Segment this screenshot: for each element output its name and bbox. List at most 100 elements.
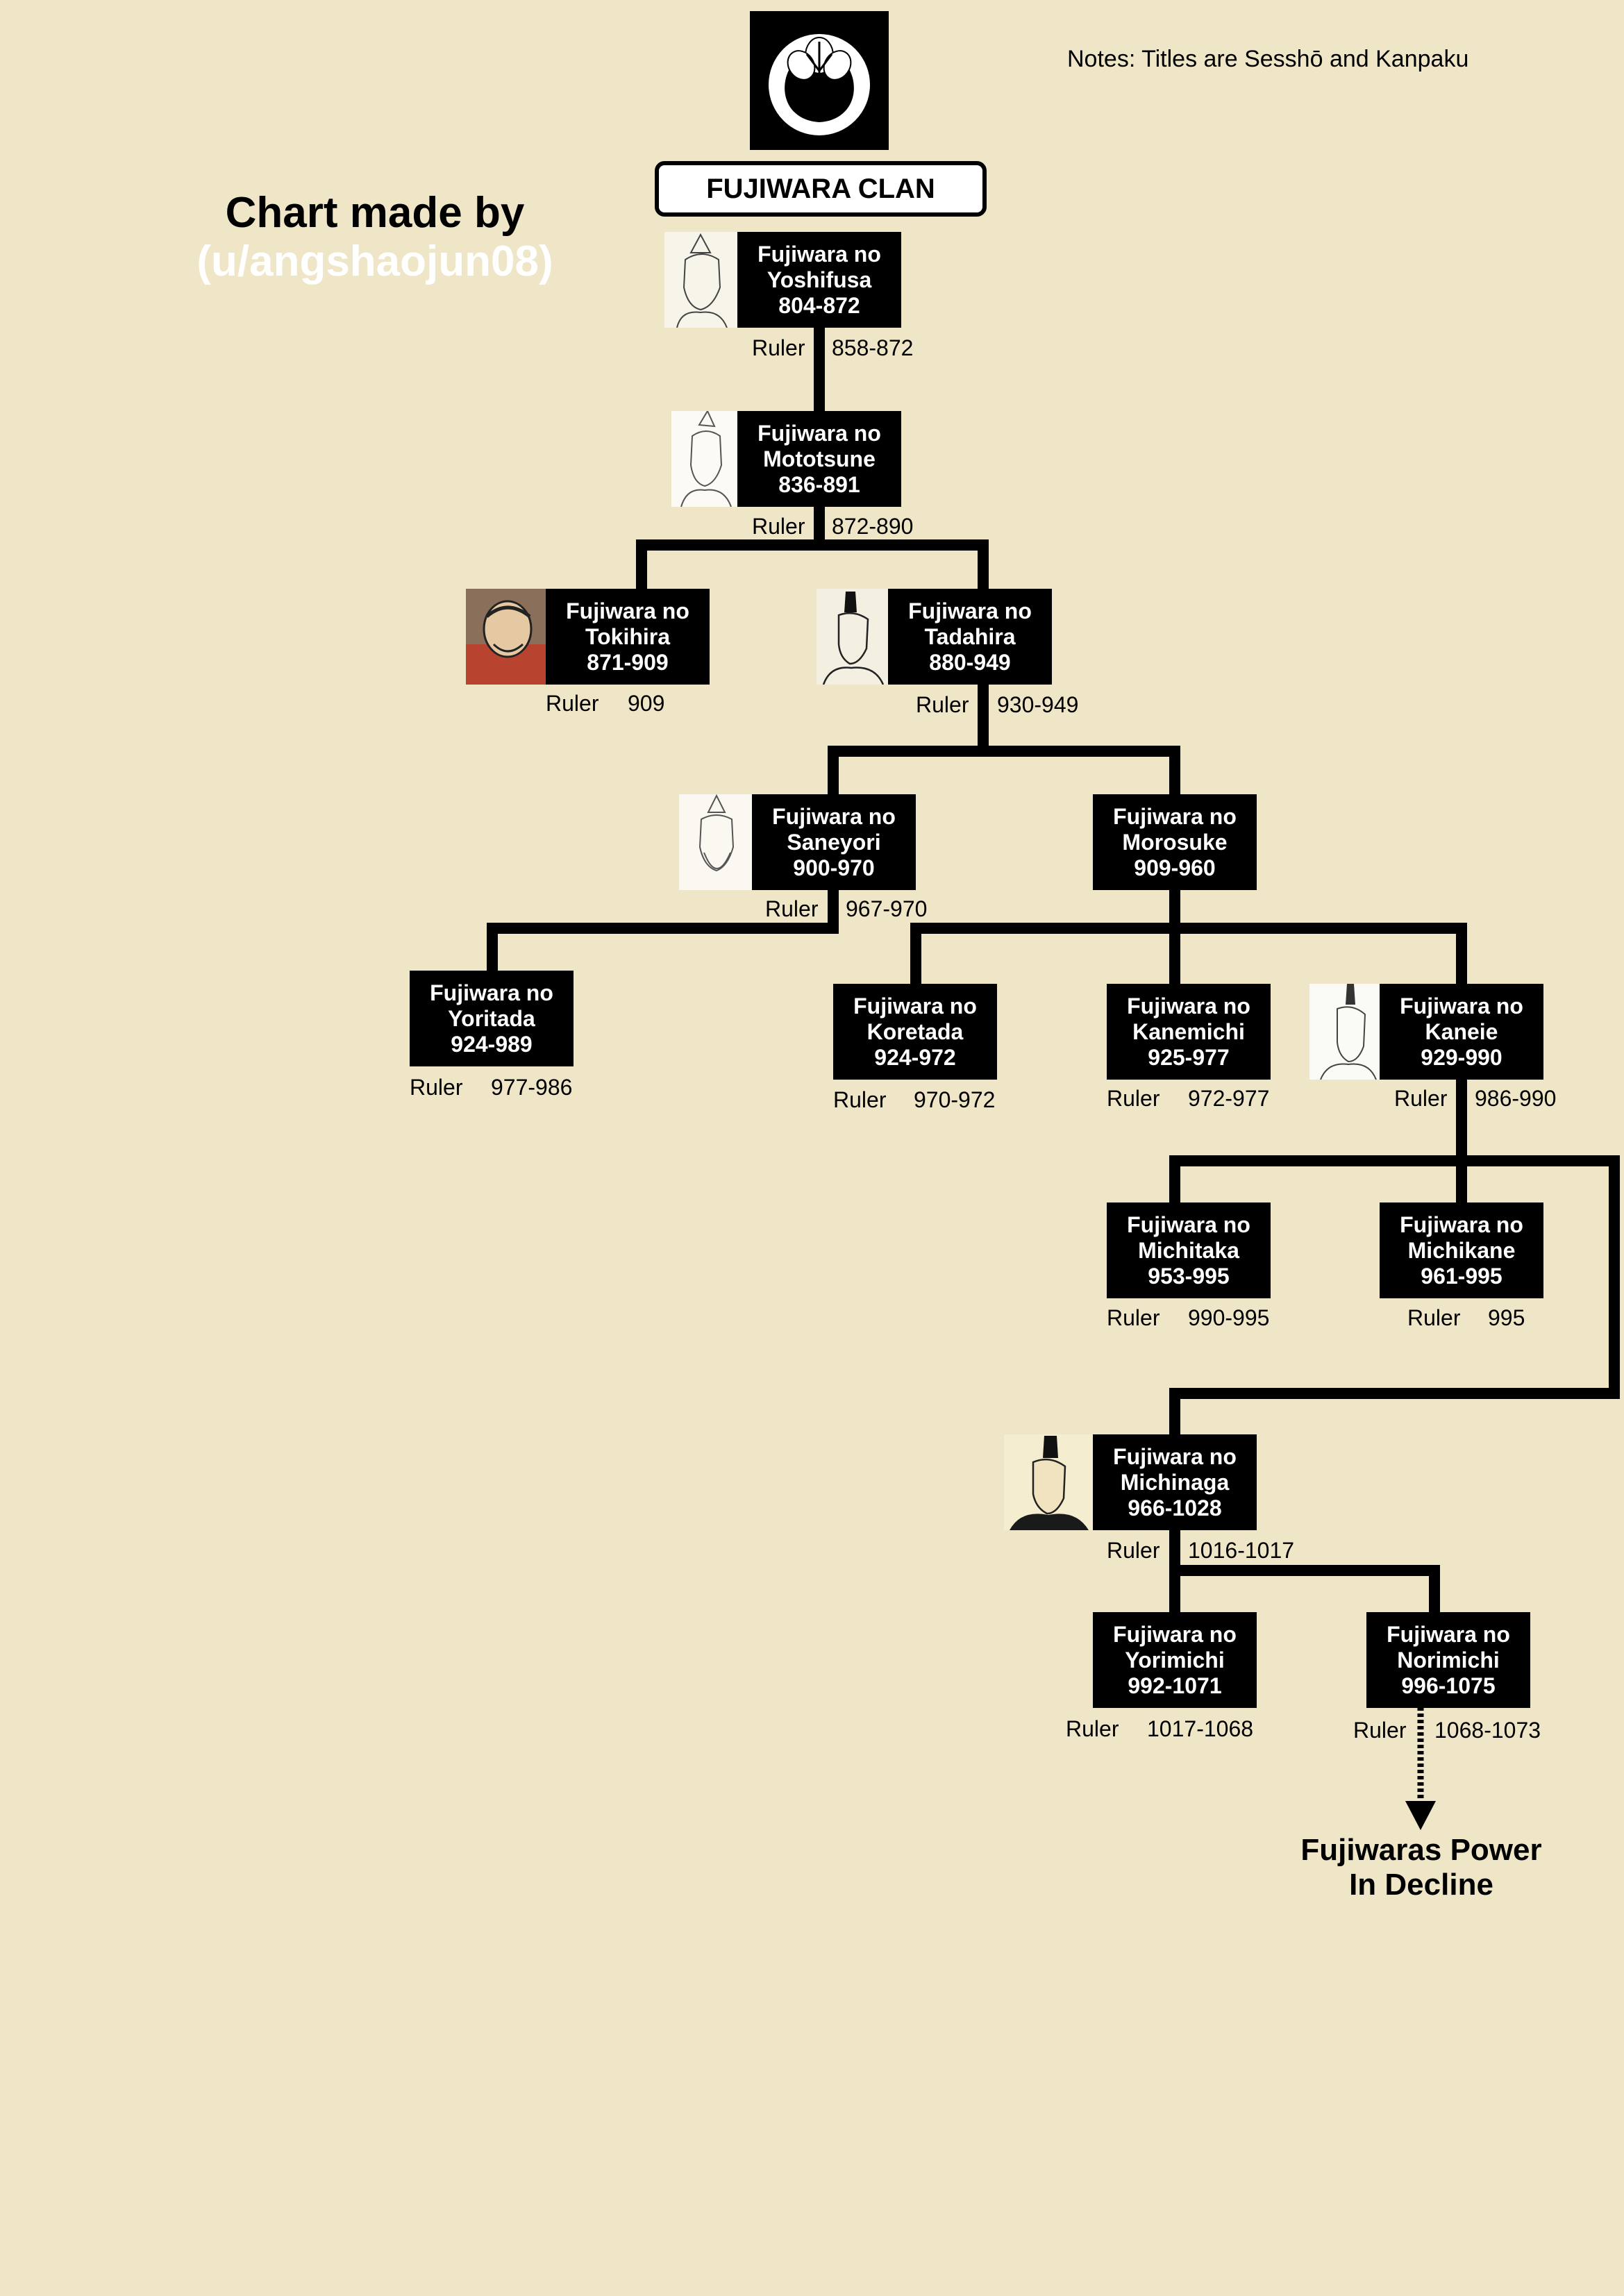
credit-text: Chart made by (225, 189, 525, 237)
portrait-michinaga (1004, 1434, 1093, 1530)
ruler-label-tadahira: Ruler (916, 692, 969, 717)
ruler-label-kanemichi: Ruler (1107, 1086, 1160, 1111)
member-years: 925-977 (1148, 1044, 1230, 1070)
portrait-saneyori (679, 794, 753, 890)
member-box-tokihira: Fujiwara no Tokihira 871-909 (546, 589, 710, 685)
ruler-label-yoshifusa: Ruler (752, 335, 805, 360)
member-name: Yoshifusa (767, 267, 872, 292)
line-morosuke-children (910, 883, 1467, 989)
ruler-years-michinaga: 1016-1017 (1188, 1538, 1295, 1563)
member-name: Morosuke (1122, 829, 1228, 855)
member-name: Kaneie (1425, 1019, 1498, 1044)
member-prefix: Fujiwara no (1127, 993, 1250, 1019)
member-prefix: Fujiwara no (908, 598, 1032, 623)
member-name: Kanemichi (1132, 1019, 1245, 1044)
member-box-michitaka: Fujiwara no Michitaka 953-995 (1107, 1203, 1271, 1298)
member-box-norimichi: Fujiwara no Norimichi 996-1075 (1366, 1612, 1530, 1708)
member-prefix: Fujiwara no (1113, 803, 1237, 829)
portrait-mototsune (671, 411, 738, 507)
member-box-tadahira: Fujiwara no Tadahira 880-949 (888, 589, 1052, 685)
member-years: 871-909 (587, 649, 669, 675)
member-years: 880-949 (929, 649, 1011, 675)
ruler-label-tokihira: Ruler (546, 691, 599, 716)
member-box-yoritada: Fujiwara no Yoritada 924-989 (410, 971, 574, 1066)
member-prefix: Fujiwara no (1127, 1212, 1250, 1237)
ruler-years-yoshifusa: 858-872 (832, 335, 914, 360)
member-prefix: Fujiwara no (566, 598, 689, 623)
member-years: 804-872 (778, 292, 860, 318)
member-name: Mototsune (763, 446, 876, 471)
member-prefix: Fujiwara no (1113, 1621, 1237, 1647)
ruler-years-yoritada: 977-986 (491, 1075, 573, 1100)
member-years: 996-1075 (1401, 1673, 1496, 1698)
member-name: Tadahira (924, 623, 1016, 649)
member-years: 909-960 (1134, 855, 1216, 880)
ruler-label-saneyori: Ruler (765, 896, 819, 921)
member-prefix: Fujiwara no (1400, 1212, 1523, 1237)
ruler-years-michitaka: 990-995 (1188, 1305, 1270, 1330)
ruler-label-norimichi: Ruler (1353, 1718, 1407, 1743)
portrait-kaneie (1309, 984, 1380, 1080)
member-prefix: Fujiwara no (853, 993, 977, 1019)
chart-notes: Notes: Titles are Sesshō and Kanpaku (1067, 46, 1469, 72)
portrait-tokihira (466, 589, 548, 685)
decline-line-2: In Decline (1349, 1868, 1493, 1902)
ruler-years-mototsune: 872-890 (832, 514, 914, 539)
member-box-yoshifusa: Fujiwara no Yoshifusa 804-872 (737, 232, 901, 328)
member-name: Yorimichi (1125, 1647, 1225, 1673)
chart-credit: Chart made by (u/angshaojun08) (167, 189, 583, 286)
member-years: 929-990 (1421, 1044, 1502, 1070)
portrait-yoshifusa (664, 232, 738, 328)
member-years: 961-995 (1421, 1263, 1502, 1289)
member-name: Koretada (867, 1019, 964, 1044)
member-years: 836-891 (778, 471, 860, 497)
ruler-years-tadahira: 930-949 (997, 692, 1079, 717)
ruler-label-michitaka: Ruler (1107, 1305, 1160, 1330)
decline-arrowhead (1405, 1801, 1436, 1830)
member-box-mototsune: Fujiwara no Mototsune 836-891 (737, 411, 901, 507)
member-box-michinaga: Fujiwara no Michinaga 966-1028 (1093, 1434, 1257, 1530)
member-years: 953-995 (1148, 1263, 1230, 1289)
line-tadahira-children (828, 678, 1180, 800)
member-box-kanemichi: Fujiwara no Kanemichi 925-977 (1107, 984, 1271, 1080)
ruler-years-michikane: 995 (1488, 1305, 1525, 1330)
portrait-tadahira (817, 589, 889, 685)
member-name: Saneyori (787, 829, 881, 855)
line-kaneie-children (1169, 1074, 1620, 1440)
member-name: Michinaga (1120, 1469, 1230, 1495)
ruler-years-tokihira: 909 (628, 691, 665, 716)
member-prefix: Fujiwara no (1400, 993, 1523, 1019)
member-years: 900-970 (793, 855, 875, 880)
member-prefix: Fujiwara no (430, 980, 553, 1005)
ruler-label-kaneie: Ruler (1394, 1086, 1448, 1111)
decline-line-1: Fujiwaras Power (1300, 1833, 1542, 1867)
ruler-years-norimichi: 1068-1073 (1434, 1718, 1541, 1743)
member-prefix: Fujiwara no (772, 803, 896, 829)
member-name: Michikane (1407, 1237, 1516, 1263)
ruler-label-yoritada: Ruler (410, 1075, 463, 1100)
member-prefix: Fujiwara no (757, 241, 881, 267)
ruler-label-michikane: Ruler (1407, 1305, 1461, 1330)
member-box-saneyori: Fujiwara no Saneyori 900-970 (752, 794, 916, 890)
ruler-label-yorimichi: Ruler (1066, 1716, 1119, 1741)
member-name: Norimichi (1397, 1647, 1500, 1673)
member-box-koretada: Fujiwara no Koretada 924-972 (833, 984, 997, 1080)
ruler-years-yorimichi: 1017-1068 (1147, 1716, 1254, 1741)
member-years: 992-1071 (1128, 1673, 1222, 1698)
member-box-yorimichi: Fujiwara no Yorimichi 992-1071 (1093, 1612, 1257, 1708)
decline-caption: Fujiwaras Power In Decline (1248, 1833, 1595, 1902)
member-prefix: Fujiwara no (1387, 1621, 1510, 1647)
clan-crest-logo (750, 11, 889, 150)
member-prefix: Fujiwara no (757, 420, 881, 446)
ruler-years-koretada: 970-972 (914, 1087, 996, 1112)
member-years: 924-989 (451, 1031, 533, 1057)
ruler-label-michinaga: Ruler (1107, 1538, 1160, 1563)
line-mototsune-children (636, 500, 989, 594)
line-michinaga-children (1169, 1524, 1440, 1618)
ruler-label-koretada: Ruler (833, 1087, 887, 1112)
ruler-years-kanemichi: 972-977 (1188, 1086, 1270, 1111)
credit-handle: (u/angshaojun08) (196, 237, 553, 285)
member-years: 924-972 (874, 1044, 956, 1070)
ruler-label-mototsune: Ruler (752, 514, 805, 539)
